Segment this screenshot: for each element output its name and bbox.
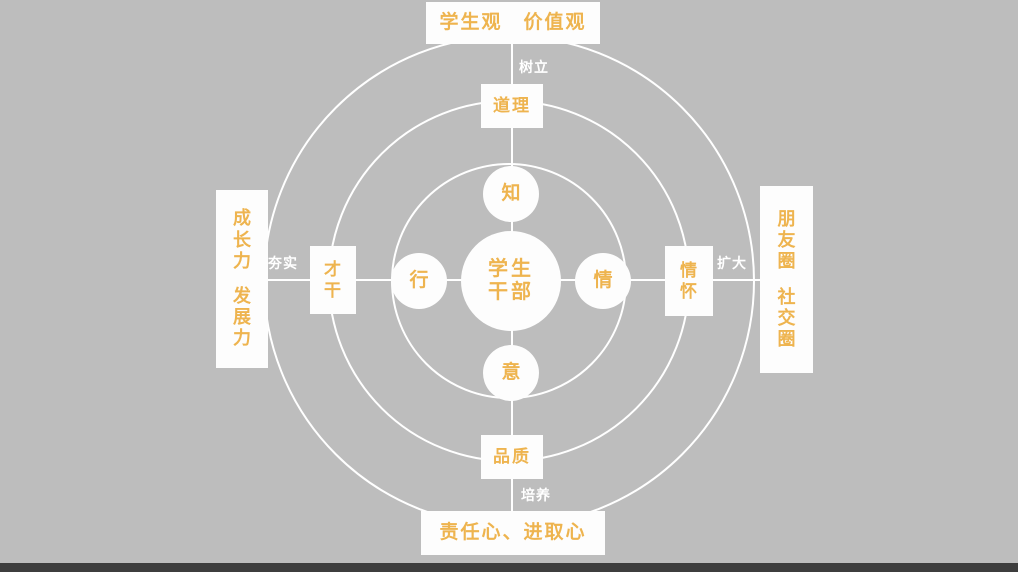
caigan-char-2: 干: [324, 281, 342, 300]
center-line-2: 干部: [488, 281, 534, 303]
connector-caigan-to-xing: [354, 279, 394, 281]
connector-qinghuai-to-right-banner: [711, 279, 763, 281]
outer-banner-left[interactable]: 成 长 力 发 展 力: [216, 190, 268, 368]
right-banner-g2-c1: 社: [777, 286, 796, 307]
relation-label-hangshi: 夯实: [268, 255, 298, 271]
center-node-student-cadre[interactable]: 学生 干部: [461, 231, 561, 331]
connector-yi-to-pinzhi: [511, 399, 513, 437]
right-banner-g2-c2: 交: [777, 307, 796, 328]
connector-center-to-yi: [511, 329, 513, 347]
relation-label-peiyang: 培养: [521, 487, 551, 503]
left-banner-g1-c3: 力: [233, 250, 251, 271]
connector-daoli-to-zhi: [511, 126, 513, 168]
left-banner-g2-c3: 力: [233, 328, 251, 349]
relation-label-shuli: 树立: [519, 59, 549, 75]
left-banner-g2-c1: 发: [233, 286, 251, 306]
relation-label-kuoda: 扩大: [717, 255, 747, 271]
mid-node-pinzhi[interactable]: 品质: [481, 435, 543, 479]
connector-top-banner-to-daoli: [511, 42, 513, 86]
left-banner-g2-c2: 展: [233, 307, 251, 328]
outer-banner-top[interactable]: 学生观 价值观: [426, 2, 600, 44]
qinghuai-char-1: 情: [680, 260, 698, 280]
caigan-char-1: 才: [324, 259, 342, 279]
inner-node-xing[interactable]: 行: [391, 253, 447, 309]
mid-node-qinghuai[interactable]: 情 怀: [665, 246, 713, 316]
connector-xing-to-center: [445, 279, 463, 281]
qinghuai-char-2: 怀: [680, 282, 698, 301]
left-banner-group-1: 成 长 力: [233, 208, 251, 272]
left-banner-group-2: 发 展 力: [233, 286, 251, 350]
connector-left-banner-to-caigan: [266, 279, 312, 281]
connector-qing-to-qinghuai: [629, 279, 667, 281]
outer-banner-right[interactable]: 朋 友 圈 社 交 圈: [760, 186, 813, 373]
left-banner-g1-c1: 成: [233, 208, 251, 229]
mid-node-caigan[interactable]: 才 干: [310, 246, 356, 314]
right-banner-g2-c3: 圈: [777, 328, 796, 349]
right-banner-g1-c2: 友: [777, 230, 796, 251]
right-banner-group-2: 社 交 圈: [778, 287, 796, 351]
connector-zhi-to-center: [511, 220, 513, 233]
connector-center-to-qing: [559, 279, 577, 281]
inner-node-yi[interactable]: 意: [483, 345, 539, 401]
left-banner-g1-c2: 长: [233, 229, 251, 250]
inner-node-zhi[interactable]: 知: [483, 166, 539, 222]
outer-banner-bottom[interactable]: 责任心、进取心: [421, 511, 605, 555]
mid-node-daoli[interactable]: 道理: [481, 84, 543, 128]
inner-node-qing[interactable]: 情: [575, 253, 631, 309]
center-line-1: 学生: [488, 258, 534, 280]
bottom-strip: [0, 563, 1018, 572]
right-banner-g1-c1: 朋: [777, 208, 796, 229]
connector-pinzhi-to-bottom-banner: [511, 477, 513, 513]
right-banner-group-1: 朋 友 圈: [778, 209, 796, 273]
right-banner-g1-c3: 圈: [777, 251, 796, 272]
